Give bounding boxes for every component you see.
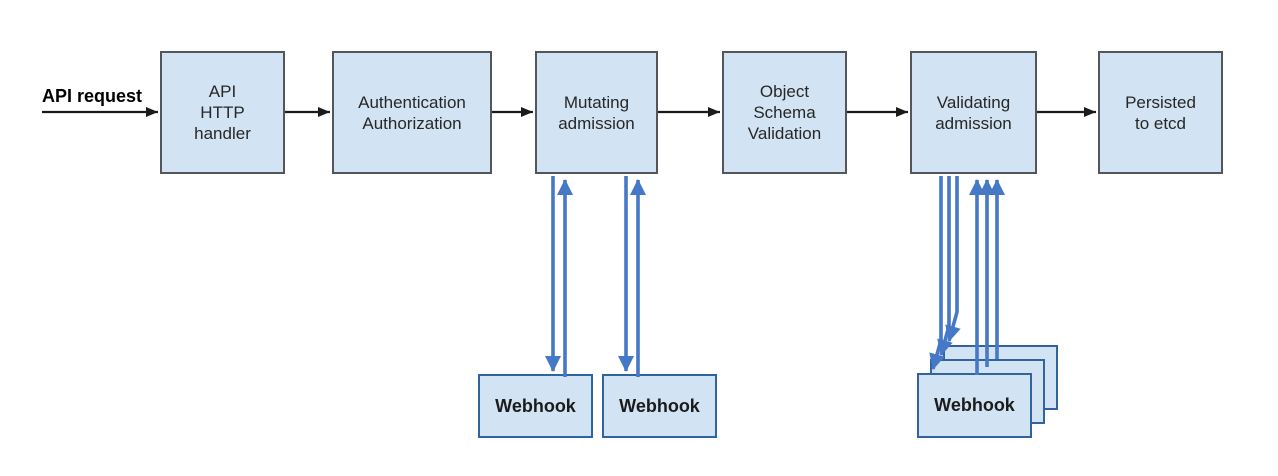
arrow-validating-to-webhook-middle: [937, 176, 953, 356]
arrow-validating-to-webhook-back: [945, 176, 961, 342]
validating-webhook-front: Webhook: [917, 373, 1032, 438]
node-persisted-to-etcd: Persisted to etcd: [1098, 51, 1223, 174]
arrow-validating-to-webhook-front: [929, 176, 945, 370]
node-authentication-authorization: Authentication Authorization: [332, 51, 492, 174]
mutating-webhook-1: Webhook: [478, 374, 593, 438]
node-validating-admission: Validating admission: [910, 51, 1037, 174]
node-mutating-admission: Mutating admission: [535, 51, 658, 174]
api-request-label: API request: [42, 86, 143, 106]
mutating-webhook-2: Webhook: [602, 374, 717, 438]
node-api-http-handler: API HTTP handler: [160, 51, 285, 174]
node-object-schema-validation: Object Schema Validation: [722, 51, 847, 174]
